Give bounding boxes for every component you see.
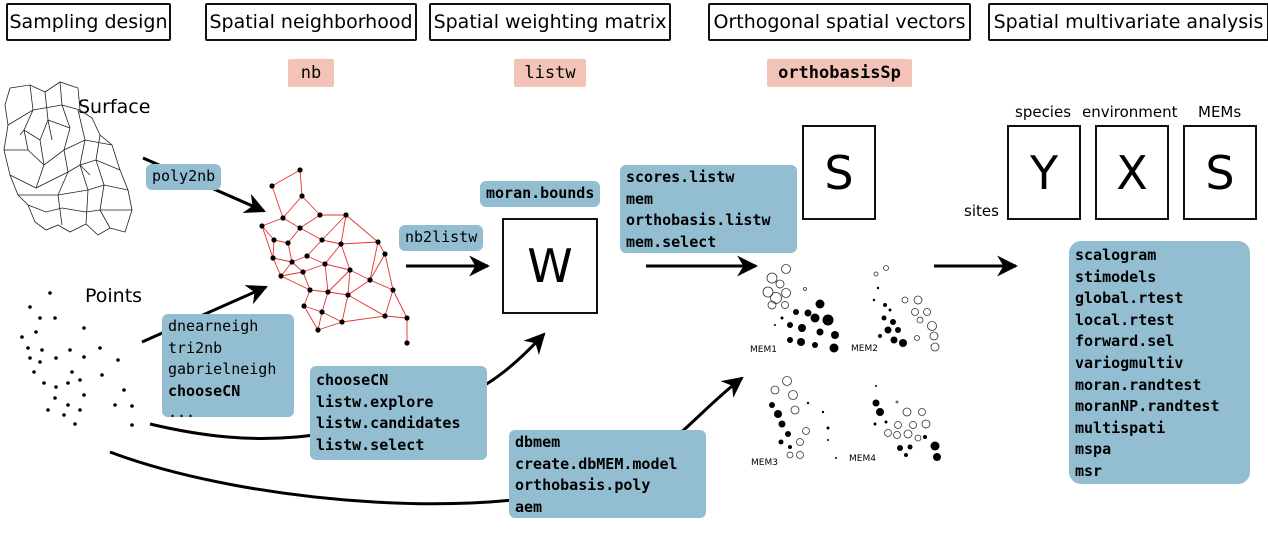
function-name: multispati [1075, 418, 1166, 437]
sample-points [20, 291, 134, 427]
header-sampling-design: Sampling design [6, 3, 171, 41]
matrix-s-basis: S [802, 125, 876, 220]
function-box-nb2listw: nb2listw [399, 225, 484, 251]
function-box-point-neighbors: dnearneigh tri2nb gabrielneigh chooseCN … [162, 314, 294, 421]
function-name: moran.randtest [1075, 375, 1202, 394]
mem-map-2 [872, 265, 940, 352]
mem-map-label-2: MEM2 [851, 344, 878, 354]
header-spatial-neighborhood: Spatial neighborhood [205, 3, 417, 41]
header-orthogonal-spatial-vectors: Orthogonal spatial vectors [708, 3, 971, 41]
function-name: gabrielneigh [168, 360, 277, 379]
class-tag-listw: listw [514, 59, 586, 87]
matrix-w: W [502, 218, 598, 314]
label-mems: MEMs [1198, 103, 1242, 121]
mem-map-label-3: MEM3 [751, 458, 778, 468]
function-name: chooseCN [316, 371, 389, 389]
function-name: global.rtest [1075, 289, 1184, 308]
function-name: scores.listw [626, 168, 735, 186]
surface-map [3, 81, 133, 236]
function-name: dnearneigh [168, 317, 259, 335]
function-name: mem.select [626, 232, 717, 251]
header-spatial-weighting-matrix: Spatial weighting matrix [429, 3, 671, 41]
function-name: variogmultiv [1075, 353, 1184, 372]
points-label: Points [85, 285, 143, 307]
function-box-mem-tools: scores.listw mem orthobasis.listw mem.se… [620, 165, 797, 253]
function-name: msr [1075, 461, 1103, 480]
function-name: mspa [1075, 440, 1112, 459]
neighborhood-graph [259, 167, 410, 346]
function-box-dist-tools: dbmem create.dbMEM.model orthobasis.poly… [509, 430, 706, 518]
mem-map-1 [762, 264, 839, 353]
function-box-analysis-tools: scalogram stimodels global.rtest local.r… [1069, 241, 1250, 484]
function-name: orthobasis.listw [626, 211, 771, 230]
function-box-listw-tools: chooseCN listw.explore listw.candidates … [310, 366, 487, 460]
function-name: listw.explore [316, 392, 434, 411]
function-name: local.rtest [1075, 310, 1175, 329]
surface-label: Surface [78, 96, 151, 118]
function-name: moran.bounds [486, 184, 595, 202]
function-name: nb2listw [405, 228, 478, 246]
function-box-moran-bounds: moran.bounds [480, 181, 601, 207]
function-name: scalogram [1075, 246, 1157, 264]
function-name: orthobasis.poly [515, 476, 651, 495]
class-tag-nb: nb [288, 59, 334, 87]
function-name: poly2nb [152, 167, 216, 185]
function-name: tri2nb [168, 338, 223, 357]
function-name: create.dbMEM.model [515, 454, 678, 473]
function-name: mem [626, 189, 654, 208]
matrix-x: X [1095, 125, 1169, 220]
function-name: chooseCN [168, 381, 241, 400]
function-name: ... [168, 403, 196, 422]
matrix-y: Y [1007, 125, 1081, 220]
matrix-s-mems: S [1183, 125, 1257, 220]
mem-map-label-4: MEM4 [849, 454, 876, 464]
function-name: aem [515, 497, 543, 516]
mem-map-4 [872, 385, 941, 461]
label-species: species [1015, 103, 1072, 121]
function-name: dbmem [515, 433, 561, 451]
function-box-poly2nb: poly2nb [146, 164, 222, 190]
function-name: moranNP.randtest [1075, 397, 1220, 416]
function-name: listw.select [316, 435, 425, 454]
function-name: listw.candidates [316, 414, 461, 433]
function-name: stimodels [1075, 267, 1157, 286]
header-spatial-multivariate-analysis: Spatial multivariate analysis [988, 3, 1268, 41]
function-name: forward.sel [1075, 332, 1175, 351]
label-sites: sites [964, 202, 999, 220]
mem-map-label-1: MEM1 [750, 345, 777, 355]
class-tag-orthobasissp: orthobasisSp [767, 59, 912, 87]
mem-map-3 [769, 376, 837, 459]
label-environment: environment [1082, 103, 1178, 121]
